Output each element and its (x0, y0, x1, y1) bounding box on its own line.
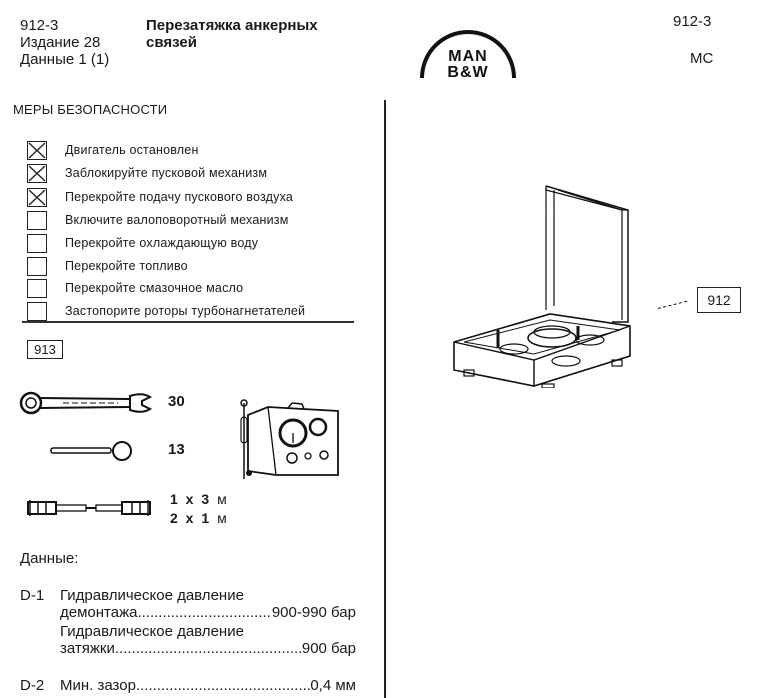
safety-item-label: Перекройте топливо (65, 259, 188, 273)
document-code: 912-3 (20, 17, 59, 34)
empty-box-icon (27, 256, 47, 276)
empty-box-icon (27, 301, 47, 321)
data-row-tightening-pressure: Гидравлическое давление затяжки ........… (60, 623, 356, 657)
section-divider (22, 321, 354, 323)
edition-label: Издание 28 (20, 34, 101, 51)
hydraulic-pump-icon (238, 395, 342, 486)
safety-check-item: Включите валоповоротный механизм (27, 209, 288, 231)
safety-check-item: Заблокируйте пусковой механизм (27, 162, 267, 184)
safety-check-item: Перекройте охлаждающую воду (27, 232, 258, 254)
leader-dots: ........................................… (135, 677, 310, 694)
safety-section-title: МЕРЫ БЕЗОПАСНОСТИ (13, 102, 168, 117)
safety-item-label: Перекройте охлаждающую воду (65, 236, 259, 250)
safety-check-item: Двигатель остановлен (27, 139, 198, 161)
min-clearance-value: 0,4 мм (310, 677, 356, 694)
safety-check-item: Перекройте подачу пускового воздуха (27, 186, 293, 208)
combination-wrench-icon (18, 390, 154, 421)
checked-box-icon (27, 163, 47, 183)
leader-line (657, 300, 688, 310)
empty-box-icon (27, 278, 47, 298)
logo-text-bw: B&W (447, 64, 488, 80)
tool-reference-912: 912 (697, 287, 741, 313)
data-row-min-clearance: Мин. зазор .............................… (60, 677, 356, 694)
safety-check-item: Перекройте топливо (27, 255, 188, 277)
engine-series: MC (690, 50, 714, 67)
leader-dots: ........................................… (137, 604, 272, 621)
safety-item-label: Заблокируйте пусковой механизм (65, 166, 268, 180)
safety-item-label: Перекройте смазочное масло (65, 281, 244, 295)
safety-check-item: Перекройте смазочное масло (27, 277, 243, 299)
tool-reference-913: 913 (27, 340, 63, 359)
empty-box-icon (27, 233, 47, 253)
safety-item-label: Застопорите роторы турбонагнетателей (65, 304, 306, 318)
hydraulic-hose-icon (26, 498, 152, 523)
data-row-dismantling-pressure: Гидравлическое давление демонтажа ......… (60, 587, 356, 621)
document-info: 912-3 Издание 28 Данные 1 (1) (20, 17, 109, 68)
checked-box-icon (27, 140, 47, 160)
data-section-title: Данные: (20, 550, 79, 567)
safety-check-item: Застопорите роторы турбонагнетателей (27, 300, 305, 322)
safety-item-label: Перекройте подачу пускового воздуха (65, 190, 294, 204)
data-code-d1: D-1 (20, 587, 45, 604)
empty-box-icon (27, 210, 47, 230)
data-code-d2: D-2 (20, 677, 45, 694)
safety-item-label: Двигатель остановлен (65, 143, 199, 157)
page-title: Перезатяжка анкерных связей (146, 17, 318, 51)
pin-size: 13 (168, 441, 185, 458)
man-bw-logo: MAN B&W (416, 18, 520, 81)
leader-dots: ........................................… (114, 640, 302, 657)
tightening-pressure-value: 900 бар (301, 640, 356, 657)
checked-box-icon (27, 187, 47, 207)
tommy-bar-icon (50, 440, 134, 467)
tool-box-icon (450, 180, 650, 393)
logo-text-man: MAN (448, 48, 487, 65)
data-sheet-label: Данные 1 (1) (20, 51, 110, 68)
right-document-code: 912-3 (673, 13, 712, 30)
safety-item-label: Включите валоповоротный механизм (65, 213, 289, 227)
dismantling-pressure-value: 900-990 бар (271, 604, 356, 621)
wrench-size: 30 (168, 393, 185, 410)
column-divider (384, 100, 386, 698)
